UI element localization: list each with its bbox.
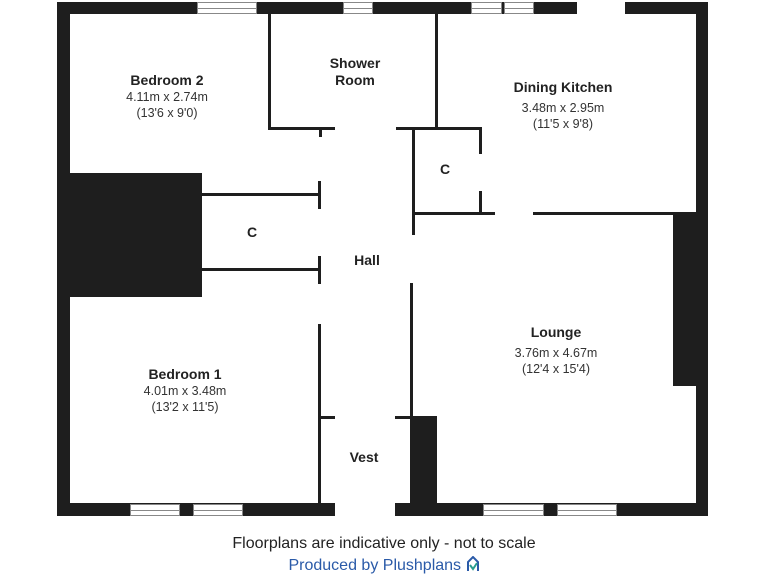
window [471,2,502,14]
room-vest: Vest [349,449,379,465]
room-name: Bedroom 2 [130,72,204,88]
window [130,504,180,516]
room-cupboard: C [246,224,258,240]
room-size-metric: 4.01m x 3.48m [143,384,227,398]
wall [268,14,271,130]
wall [57,2,577,14]
wall [435,14,438,129]
wall [395,416,412,419]
room-name: Shower [329,55,381,71]
wall [412,128,415,235]
room-size-metric: 3.48m x 2.95m [521,101,605,115]
wall [318,181,321,209]
room-name: Lounge [530,324,582,340]
credit: Produced by Plushplans [0,555,768,575]
wall [696,2,708,516]
room-name: Bedroom 1 [148,366,222,382]
plushplans-logo-icon [466,555,479,571]
room-size-imperial: (13'2 x 11'5) [151,400,219,414]
wall [202,193,320,196]
room-dining-kitchen: Dining Kitchen 3.48m x 2.95m (11'5 x 9'8… [514,79,613,132]
room-shower-room: Shower Room [330,55,381,89]
wall [410,283,413,504]
room-lounge: Lounge 3.76m x 4.67m (12'4 x 15'4) [515,324,598,377]
room-bedroom-2: Bedroom 2 4.11m x 2.74m (13'6 x 9'0) [126,72,208,121]
room-size-imperial: (11'5 x 9'8) [532,117,594,131]
wall [318,416,335,419]
disclaimer: Floorplans are indicative only - not to … [232,535,536,552]
wall [412,212,495,215]
chimney-block [411,416,437,503]
room-bedroom-1: Bedroom 1 4.01m x 3.48m (13'2 x 11'5) [144,366,227,415]
window [343,2,373,14]
wall [479,128,482,154]
window [557,504,617,516]
credit-text: Produced by Plushplans [288,557,462,574]
chimney-block [57,173,202,297]
wall [319,130,322,137]
window [504,2,534,14]
room-name: Dining Kitchen [513,79,613,95]
wall [396,127,482,130]
wall [625,2,708,14]
chimney-block [673,212,696,386]
window [193,504,243,516]
wall [318,324,321,504]
room-size-imperial: (13'6 x 9'0) [136,106,198,120]
wall [318,256,321,284]
window [197,2,257,14]
wall [395,503,708,516]
room-cupboard: C [439,161,451,177]
room-size-imperial: (12'4 x 15'4) [521,362,590,376]
room-size-metric: 4.11m x 2.74m [126,90,208,104]
room-hall: Hall [354,252,380,268]
wall [268,127,335,130]
wall [479,191,482,214]
room-name: Room [335,72,375,88]
wall [533,212,696,215]
room-size-metric: 3.76m x 4.67m [514,346,598,360]
window [483,504,544,516]
wall [202,268,320,271]
